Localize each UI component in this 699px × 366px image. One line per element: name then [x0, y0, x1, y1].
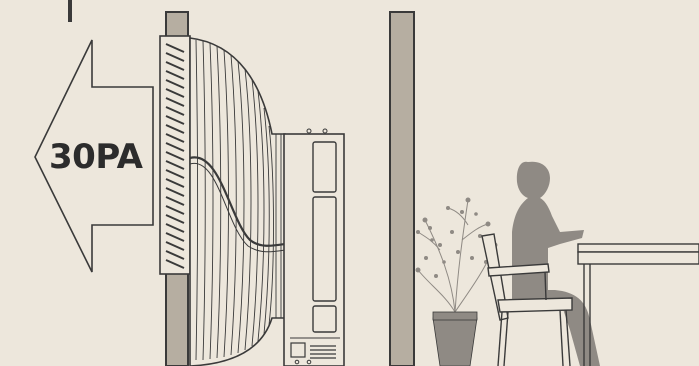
interior-wall [390, 12, 414, 366]
pressure-arrow-label: 30PA [49, 135, 149, 179]
potted-plant-icon [416, 198, 498, 366]
table-icon [578, 244, 699, 366]
ventilation-unit [284, 129, 344, 366]
flexible-duct [190, 38, 285, 366]
top-marker [68, 0, 72, 22]
